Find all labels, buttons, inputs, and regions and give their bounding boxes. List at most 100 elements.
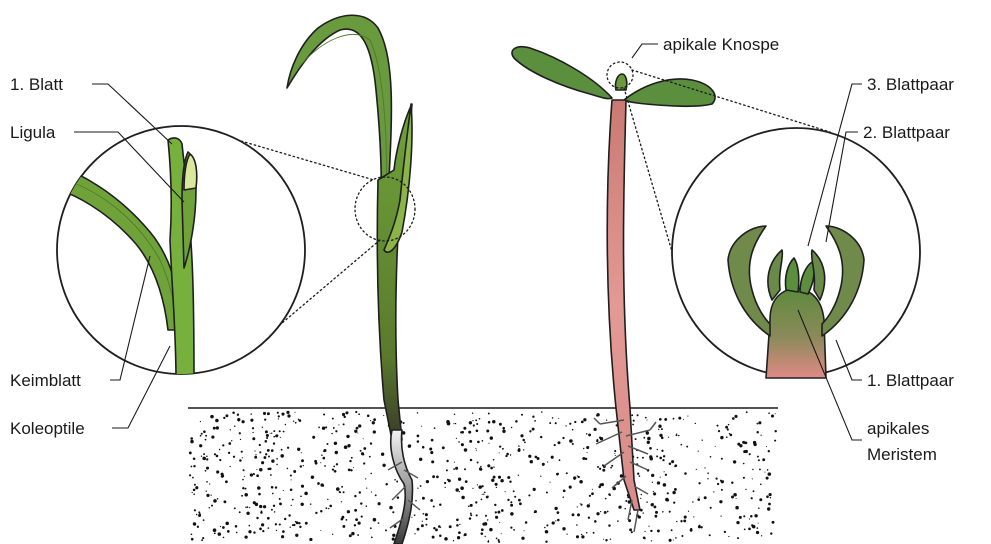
soil-speck bbox=[464, 448, 467, 451]
soil-speck bbox=[245, 507, 246, 508]
soil-speck bbox=[250, 413, 251, 414]
soil-speck bbox=[287, 414, 290, 417]
soil-speck bbox=[758, 421, 761, 424]
soil-speck bbox=[225, 414, 228, 417]
soil-speck bbox=[297, 448, 300, 451]
soil-speck bbox=[223, 417, 225, 419]
soil-speck bbox=[645, 417, 647, 419]
soil-speck bbox=[213, 427, 216, 430]
soil-speck bbox=[492, 420, 495, 423]
soil-speck bbox=[589, 495, 591, 497]
soil-speck bbox=[673, 539, 674, 540]
soil-speck bbox=[271, 433, 272, 434]
soil-speck bbox=[336, 463, 338, 465]
soil-speck bbox=[558, 418, 559, 419]
soil-speck bbox=[774, 440, 776, 442]
soil-speck bbox=[644, 537, 646, 539]
soil-speck bbox=[430, 451, 433, 454]
soil-speck bbox=[261, 510, 263, 512]
soil-speck bbox=[727, 429, 729, 431]
soil-speck bbox=[733, 493, 737, 497]
soil-speck bbox=[683, 419, 684, 420]
soil-speck bbox=[301, 452, 302, 453]
soil-speck bbox=[529, 430, 531, 432]
soil-speck bbox=[265, 453, 267, 455]
soil-speck bbox=[365, 478, 366, 479]
soil-speck bbox=[276, 464, 278, 466]
soil-speck bbox=[347, 444, 350, 447]
soil-speck bbox=[465, 480, 468, 483]
soil-speck bbox=[454, 414, 456, 416]
soil-speck bbox=[476, 450, 477, 451]
soil-speck bbox=[253, 531, 255, 533]
monocot-leaf-blade bbox=[287, 15, 391, 205]
soil-speck bbox=[678, 435, 679, 436]
soil-speck bbox=[255, 503, 258, 506]
soil-speck bbox=[193, 489, 196, 492]
soil-speck bbox=[586, 433, 588, 435]
soil-speck bbox=[343, 423, 345, 425]
soil-speck bbox=[350, 469, 352, 471]
soil-speck bbox=[343, 416, 345, 418]
soil-speck bbox=[463, 427, 466, 430]
soil-speck bbox=[206, 456, 208, 458]
soil-speck bbox=[500, 479, 503, 482]
soil-speck bbox=[241, 451, 243, 453]
soil-speck bbox=[301, 459, 304, 462]
soil-speck bbox=[227, 530, 230, 533]
soil-speck bbox=[430, 499, 433, 502]
soil-speck bbox=[481, 499, 483, 501]
soil-speck bbox=[271, 486, 274, 489]
soil-speck bbox=[574, 421, 576, 423]
soil-speck bbox=[597, 466, 599, 468]
soil-speck bbox=[518, 475, 519, 476]
soil-speck bbox=[356, 427, 359, 430]
soil-speck bbox=[389, 506, 393, 510]
soil-speck bbox=[675, 537, 677, 539]
soil-speck bbox=[546, 524, 548, 526]
soil-speck bbox=[709, 534, 711, 536]
soil-speck bbox=[219, 449, 220, 450]
soil-speck bbox=[524, 441, 526, 443]
soil-speck bbox=[592, 489, 593, 490]
soil-speck bbox=[341, 501, 342, 502]
soil-speck bbox=[291, 505, 292, 506]
soil-speck bbox=[432, 475, 435, 478]
soil-speck bbox=[432, 536, 435, 539]
soil-speck bbox=[580, 503, 581, 504]
soil-speck bbox=[248, 530, 251, 533]
soil-speck bbox=[327, 443, 329, 445]
soil-speck bbox=[189, 474, 191, 476]
soil-speck bbox=[381, 453, 384, 456]
soil-speck bbox=[502, 430, 505, 433]
soil-speck bbox=[270, 474, 272, 476]
soil-speck bbox=[586, 452, 587, 453]
soil-speck bbox=[246, 512, 249, 515]
soil-speck bbox=[266, 434, 269, 437]
soil-speck bbox=[417, 528, 420, 531]
soil-speck bbox=[775, 413, 776, 414]
soil-speck bbox=[588, 517, 590, 519]
soil-speck bbox=[311, 475, 314, 478]
label-apikales-meristem-2: Meristem bbox=[867, 445, 937, 464]
soil-speck bbox=[522, 439, 525, 442]
soil-speck bbox=[329, 505, 332, 508]
soil-speck bbox=[749, 518, 750, 519]
soil-speck bbox=[265, 430, 268, 433]
soil-speck bbox=[271, 459, 274, 462]
soil-speck bbox=[423, 513, 425, 515]
soil-speck bbox=[589, 503, 590, 504]
soil-speck bbox=[249, 525, 251, 527]
soil-speck bbox=[247, 506, 249, 508]
soil-speck bbox=[586, 446, 589, 449]
soil-speck bbox=[250, 473, 253, 476]
soil-speck bbox=[320, 510, 322, 512]
soil-speck bbox=[673, 501, 675, 503]
soil-speck bbox=[583, 448, 584, 449]
soil-speck bbox=[591, 492, 594, 495]
soil-speck bbox=[436, 476, 439, 479]
soil-speck bbox=[769, 493, 772, 496]
monocot-zoom-detail bbox=[40, 126, 380, 380]
soil-speck bbox=[263, 412, 266, 415]
